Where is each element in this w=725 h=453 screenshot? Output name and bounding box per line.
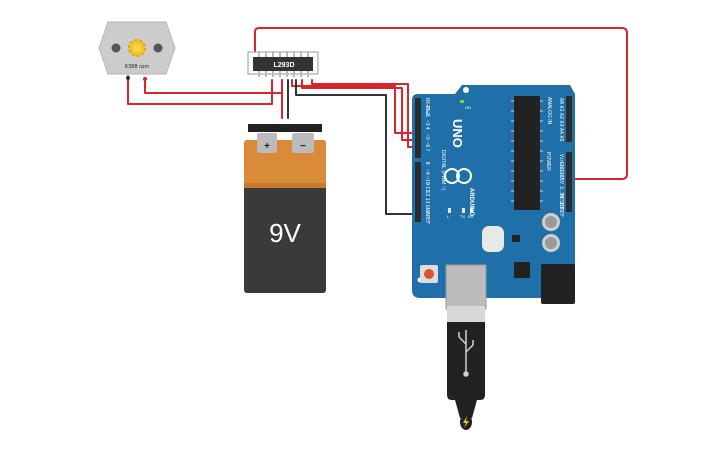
pin-label: A5 bbox=[558, 136, 564, 142]
rx-label: RX bbox=[468, 214, 474, 219]
battery-label: 9V bbox=[269, 218, 301, 248]
rx-led bbox=[470, 208, 473, 213]
motor-rpm-label: 6388 rpm bbox=[125, 64, 150, 70]
tx-label: TX bbox=[460, 214, 465, 219]
mount-hole-tl bbox=[463, 87, 469, 93]
l293d-chip[interactable]: L293D bbox=[247, 51, 319, 77]
wire-motor-a[interactable] bbox=[127, 75, 273, 105]
pin-label: 3.3V bbox=[558, 186, 564, 198]
power-header-label: POWER bbox=[545, 152, 551, 171]
pin-label: ~5 bbox=[424, 134, 430, 140]
pin-label: Vin bbox=[558, 154, 564, 163]
pin-label: RX◄0 bbox=[424, 98, 430, 110]
power-header[interactable] bbox=[566, 152, 572, 212]
pin-label: ~10 bbox=[424, 176, 430, 185]
dc-power-jack[interactable] bbox=[541, 264, 575, 304]
pin-label: 2 bbox=[424, 112, 430, 115]
pin-label: GND bbox=[558, 162, 564, 171]
pin-label: 8 bbox=[424, 162, 430, 165]
dc-motor[interactable]: 6388 rpm bbox=[98, 21, 176, 81]
pin-label: 7 bbox=[424, 148, 430, 151]
pin-label: ~11 bbox=[424, 183, 430, 192]
wires bbox=[127, 27, 628, 215]
wire-chip-5v[interactable] bbox=[254, 27, 628, 180]
wire-motor-b[interactable] bbox=[144, 77, 283, 94]
motor-hole-left bbox=[111, 43, 121, 53]
gear-icon bbox=[128, 39, 146, 57]
motor-terminal-a bbox=[126, 76, 130, 80]
chip-label: L293D bbox=[273, 62, 294, 69]
pin-label: A0 bbox=[558, 98, 564, 104]
pin-label: IOREF bbox=[558, 202, 564, 217]
reset-button[interactable] bbox=[420, 265, 438, 283]
on-led bbox=[460, 100, 464, 103]
battery-minus-terminal: − bbox=[292, 133, 314, 153]
arduino-logo-icon bbox=[444, 168, 472, 184]
chip-pins-top bbox=[258, 51, 309, 57]
analog-header-label: ANALOG IN bbox=[546, 97, 552, 125]
small-chip bbox=[514, 262, 530, 278]
svg-text:−: − bbox=[300, 141, 306, 152]
uno-label: UNO bbox=[450, 119, 465, 148]
pin-label: RESET bbox=[558, 194, 564, 209]
chip-pins-bottom bbox=[258, 71, 309, 77]
pin-label: A1 bbox=[558, 106, 564, 112]
arduino-brand: ARDUINO bbox=[468, 188, 474, 216]
pin-label: A4 bbox=[558, 128, 564, 134]
pin-label: GND bbox=[424, 205, 430, 214]
wire-gnd-arduino[interactable] bbox=[295, 79, 415, 215]
pin-label: ~9 bbox=[424, 169, 430, 175]
pin-label: A2 bbox=[558, 113, 564, 119]
svg-text:+: + bbox=[264, 141, 270, 152]
regulator bbox=[512, 235, 520, 242]
pin-label: ~6 bbox=[424, 141, 430, 147]
capacitor-1 bbox=[542, 213, 560, 231]
pin-label: GND bbox=[558, 170, 564, 179]
l-led bbox=[448, 208, 451, 213]
pin-label: 4 bbox=[424, 127, 430, 130]
crystal bbox=[482, 226, 504, 252]
usb-cable[interactable] bbox=[447, 306, 485, 430]
atmega-pins bbox=[511, 100, 543, 202]
battery-plus-terminal: + bbox=[257, 133, 277, 153]
atmega-chip bbox=[514, 96, 540, 210]
analog-header[interactable] bbox=[566, 96, 572, 142]
digital-header[interactable] bbox=[415, 98, 421, 222]
pin-label: ~3 bbox=[424, 120, 430, 126]
pin-label: 13 bbox=[424, 198, 430, 204]
capacitor-2 bbox=[542, 234, 560, 252]
wire-in-2[interactable] bbox=[301, 79, 415, 141]
pin-label: A3 bbox=[558, 121, 564, 127]
pin-label: 5V bbox=[558, 178, 564, 184]
usb-icon bbox=[458, 330, 474, 377]
on-label: ON bbox=[465, 105, 471, 110]
l-label: L bbox=[447, 214, 450, 219]
bolt-icon bbox=[463, 416, 469, 428]
motor-hole-right bbox=[153, 43, 163, 53]
pin-label: 12 bbox=[424, 190, 430, 196]
battery-9v[interactable]: + − 9V bbox=[244, 124, 326, 293]
pin-label: AREF bbox=[424, 212, 430, 224]
motor-terminal-b bbox=[143, 77, 147, 81]
pin-label: TX►1 bbox=[424, 105, 430, 117]
digital-header-label: DIGITAL (PWM ~) bbox=[440, 150, 446, 190]
tx-led bbox=[462, 208, 465, 213]
usb-port[interactable] bbox=[445, 264, 487, 310]
wire-in-3[interactable] bbox=[311, 79, 415, 148]
